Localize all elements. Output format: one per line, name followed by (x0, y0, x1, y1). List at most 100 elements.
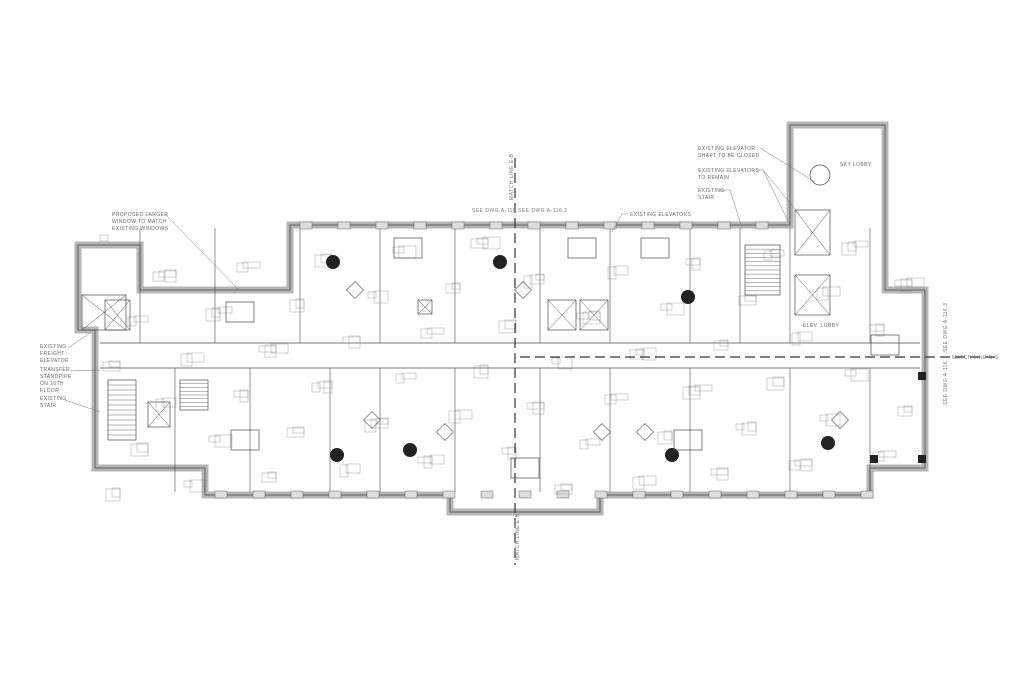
dining-table (636, 423, 654, 441)
elevator-x (81, 294, 127, 331)
fixture (769, 249, 785, 257)
bed (870, 334, 900, 356)
fixture (208, 435, 221, 443)
column (918, 455, 926, 463)
elevator-x (794, 209, 831, 256)
fixture (688, 385, 701, 396)
fixture (694, 384, 713, 392)
fixture (716, 467, 729, 481)
fixture (345, 463, 361, 474)
note-elevators-remain: EXISTING ELEVATORS TO REMAIN (698, 168, 801, 226)
fixture (906, 277, 925, 288)
round-table (326, 255, 340, 269)
see-dwg-down: SEE DWG A-116.1 (943, 356, 949, 405)
fixture (869, 324, 885, 332)
fixture (682, 386, 701, 400)
fixture (894, 279, 913, 287)
fixture (816, 287, 829, 301)
see-dwg-up: SEE DWG A-116.3 (943, 303, 949, 352)
fixture (638, 475, 657, 486)
exterior-wall-line (77, 124, 926, 513)
svg-text:STAIR: STAIR (698, 195, 714, 201)
window (480, 490, 494, 499)
fixture (161, 397, 177, 408)
fixture (180, 353, 193, 367)
fixture (342, 336, 361, 344)
round-table (665, 448, 679, 462)
fixture (788, 460, 801, 471)
svg-text:SHAFT TO BE CLOSED: SHAFT TO BE CLOSED (698, 153, 760, 159)
fixture (766, 377, 785, 391)
fixture (233, 390, 249, 398)
fixture (111, 487, 121, 498)
svg-text:EXISTING ELEVATOR: EXISTING ELEVATOR (698, 146, 755, 152)
window (337, 221, 351, 230)
window (594, 490, 608, 499)
svg-text:ELEVATOR: ELEVATOR (40, 358, 69, 364)
svg-text:EXISTING ELEVATORS: EXISTING ELEVATORS (698, 168, 759, 174)
fixture (392, 246, 405, 254)
fixture (242, 261, 261, 269)
fixture (339, 464, 349, 478)
window (603, 221, 617, 230)
window (717, 221, 731, 230)
fixture (763, 250, 773, 261)
window (404, 490, 418, 499)
elevator-shaft (417, 299, 433, 315)
svg-text:TRANSFER: TRANSFER (40, 367, 70, 373)
bed (673, 429, 703, 451)
fixture (373, 290, 389, 304)
fixture (401, 372, 417, 380)
fixture (348, 335, 361, 349)
fixture (797, 331, 813, 342)
fixture (772, 376, 785, 387)
window (375, 221, 389, 230)
fixture (847, 241, 857, 252)
fixture (108, 360, 121, 368)
bed (230, 429, 260, 451)
window (290, 490, 304, 499)
fixture (102, 361, 121, 372)
fixture (470, 238, 489, 249)
dining-table (346, 281, 364, 299)
dining-table (514, 281, 532, 299)
label-sky-lobby: SKY LOBBY (840, 162, 872, 168)
window (366, 490, 380, 499)
fixture (426, 327, 445, 335)
window (641, 221, 655, 230)
elevator-x (794, 274, 831, 316)
note-stair-left: EXISTING STAIR (40, 396, 101, 413)
svg-text:WINDOW TO MATCH: WINDOW TO MATCH (112, 219, 167, 225)
fixture (819, 414, 829, 422)
fixture (635, 348, 645, 356)
window (252, 490, 266, 499)
fixture (560, 483, 573, 491)
fixture (585, 438, 601, 446)
fixture (183, 480, 193, 488)
fixture (395, 373, 405, 384)
bed (567, 237, 597, 259)
fixture (897, 406, 913, 417)
fixture (164, 269, 177, 283)
fixture (735, 423, 745, 431)
fixture (420, 328, 433, 339)
fixture (376, 417, 389, 425)
fixture (364, 419, 377, 433)
note-freight-elevator: EXISTING FREIGHT ELEVATOR (40, 332, 91, 364)
window (299, 221, 313, 230)
fixture (423, 455, 433, 469)
fixture (130, 443, 149, 457)
window (518, 490, 532, 499)
dining-table (436, 423, 454, 441)
dining-table (831, 411, 849, 429)
fixture (311, 382, 321, 393)
fixture (504, 319, 517, 330)
bed (510, 457, 540, 479)
fixture (576, 312, 589, 320)
fixture (498, 320, 517, 334)
fixture (641, 347, 657, 361)
window (442, 490, 456, 499)
svg-text:EXISTING ELEVATORS: EXISTING ELEVATORS (630, 212, 691, 218)
window (632, 490, 646, 499)
fixture (99, 234, 109, 242)
